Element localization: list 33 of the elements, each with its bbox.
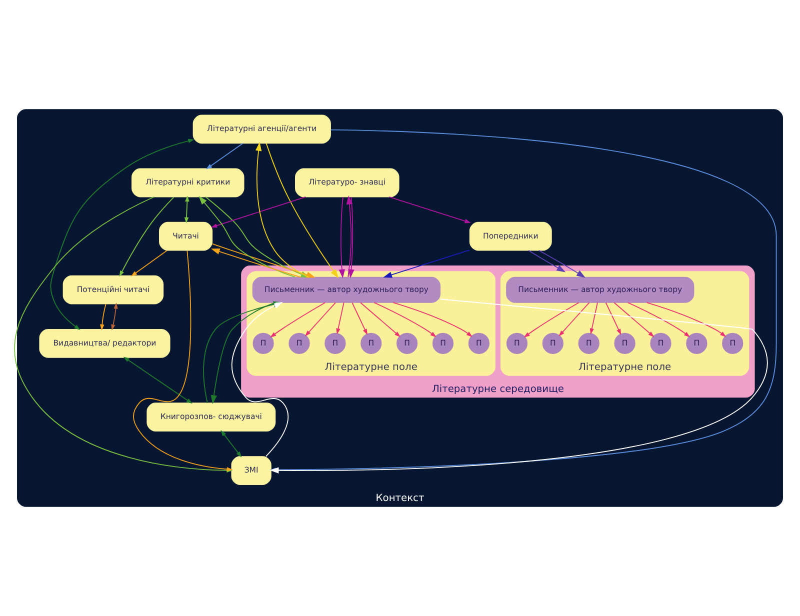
arrow	[338, 196, 346, 278]
arrow	[123, 356, 192, 404]
arrow	[524, 302, 580, 338]
arrow	[206, 142, 244, 170]
arrow	[352, 302, 368, 336]
arrow	[374, 302, 436, 338]
arrow	[346, 196, 352, 278]
arrow	[360, 302, 401, 338]
arrow	[119, 196, 174, 277]
arrow	[210, 248, 302, 278]
arrow	[198, 196, 296, 278]
arrow	[336, 302, 344, 334]
arrow	[388, 196, 471, 224]
arrow	[130, 250, 168, 276]
arrow	[627, 302, 690, 338]
arrow	[210, 196, 306, 228]
arrow	[50, 138, 194, 330]
arrow	[538, 250, 586, 278]
arrow	[210, 302, 276, 404]
arrow	[304, 302, 336, 336]
arrow	[111, 302, 118, 330]
arrow	[100, 304, 106, 331]
arrow	[558, 302, 590, 336]
arrow	[646, 302, 726, 337]
arrow	[220, 430, 242, 458]
arrow	[590, 302, 598, 334]
arrow	[605, 302, 622, 336]
arrow	[614, 302, 654, 338]
arrow	[392, 302, 472, 337]
arrow	[528, 250, 566, 272]
arrow	[184, 196, 190, 224]
arrow	[383, 250, 470, 278]
arrow	[348, 196, 354, 278]
